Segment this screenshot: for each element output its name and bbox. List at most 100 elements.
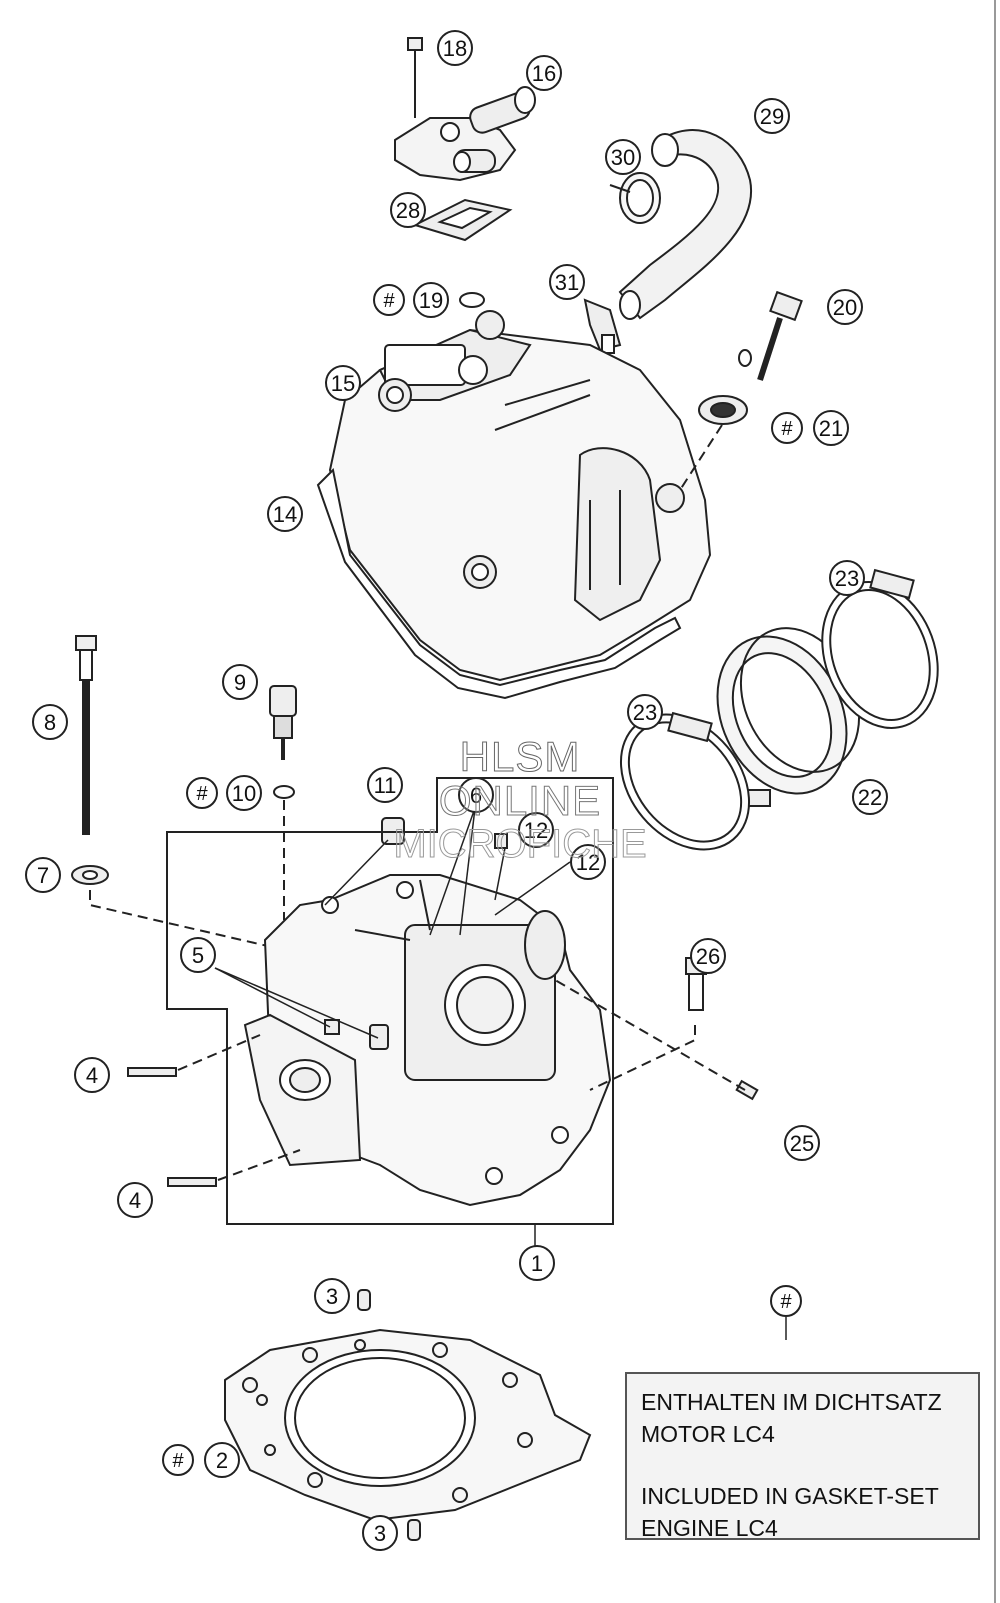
svg-text:19: 19 [419,288,443,313]
o-ring-19 [459,292,485,308]
cylinder-head [243,874,612,1207]
svg-text:21: 21 [819,416,843,441]
callout-26: 26 [690,938,726,974]
svg-text:1: 1 [531,1251,543,1276]
svg-text:#: # [780,1291,792,1313]
callout-2: 2 [204,1442,240,1478]
svg-text:23: 23 [633,700,657,725]
svg-text:11: 11 [374,773,397,798]
hash-marker-2: # [162,1444,194,1476]
svg-text:31: 31 [555,270,579,295]
svg-text:16: 16 [532,61,556,86]
stud-bolt-8 [75,635,97,835]
callout-8: 8 [32,704,68,740]
bolt-18 [407,37,423,118]
svg-text:7: 7 [37,863,49,888]
valve-cover [316,310,712,700]
svg-text:25: 25 [790,1131,814,1156]
callout-29: 29 [754,98,790,134]
hash-marker-19: # [373,284,405,316]
hash-marker-21: # [771,412,803,444]
callout-6: 6 [458,777,494,813]
svg-text:23: 23 [835,566,859,591]
svg-text:29: 29 [760,104,784,129]
callout-3-lower: 3 [362,1515,398,1551]
callout-20: 20 [827,289,863,325]
callout-12-lower: 12 [570,844,606,880]
o-ring-10 [273,785,295,799]
head-assembly-box [166,777,614,1225]
callout-14: 14 [267,496,303,532]
svg-text:30: 30 [611,145,635,170]
svg-text:18: 18 [443,36,467,61]
svg-text:20: 20 [833,295,857,320]
svg-text:12: 12 [576,850,600,875]
svg-text:#: # [781,418,793,440]
callout-16: 16 [526,55,562,91]
callout-28: 28 [390,192,426,228]
svg-text:15: 15 [331,371,355,396]
svg-text:8: 8 [44,710,56,735]
callout-23-upper: 23 [829,560,865,596]
svg-text:9: 9 [234,670,246,695]
connector-31 [583,298,622,354]
hose-clamp-23-lower [619,711,751,851]
callout-7: 7 [25,857,61,893]
callout-22: 22 [852,779,888,815]
bolt-20 [738,290,803,381]
callout-25: 25 [784,1125,820,1161]
temperature-sensor-9 [269,685,297,760]
dowel-3-upper [357,1289,371,1311]
dowel-3-lower [407,1519,421,1541]
hash-marker-legend: # [770,1285,802,1317]
svg-text:6: 6 [470,783,482,808]
hash-marker-10: # [186,777,218,809]
callout-18: 18 [437,30,473,66]
gasket-set-note: ENTHALTEN IM DICHTSATZ MOTOR LC4 INCLUDE… [625,1372,980,1541]
leader-lines [214,807,787,1340]
gasket-28 [412,198,513,242]
callout-3-upper: 3 [314,1278,350,1314]
svg-text:28: 28 [396,198,420,223]
note-en-line-1: INCLUDED IN GASKET-SET [641,1483,939,1509]
svg-text:26: 26 [696,944,720,969]
callout-19: 19 [413,282,449,318]
svg-text:4: 4 [129,1188,141,1213]
svg-text:10: 10 [232,781,256,806]
svg-text:3: 3 [326,1284,338,1309]
clamp-30 [609,172,661,224]
callout-10: 10 [226,775,262,811]
note-de-line-1: ENTHALTEN IM DICHTSATZ [641,1389,942,1415]
callout-4-lower: 4 [117,1182,153,1218]
callout-4-upper: 4 [74,1057,110,1093]
svg-text:12: 12 [524,818,548,843]
intake-boot-22 [716,627,861,807]
screw-25 [735,1079,759,1101]
svg-text:4: 4 [86,1063,98,1088]
svg-text:3: 3 [374,1521,386,1546]
thermostat-housing [394,86,536,182]
svg-text:#: # [196,783,208,805]
note-en-line-2: ENGINE LC4 [641,1515,778,1541]
dowel-4-upper [127,1067,177,1077]
svg-text:5: 5 [192,943,204,968]
head-gasket-2 [224,1328,592,1522]
callout-9: 9 [222,664,258,700]
part-12-upper [494,833,508,849]
dowel-4-lower [167,1177,217,1187]
callout-30: 30 [605,139,641,175]
seal-washer-21 [698,395,748,425]
hose-29 [618,129,753,320]
callout-11: 11 [367,767,403,803]
callout-31: 31 [549,264,585,300]
callout-5: 5 [180,937,216,973]
note-de-line-2: MOTOR LC4 [641,1421,775,1447]
callout-23-lower: 23 [627,694,663,730]
callout-15: 15 [325,365,361,401]
washer-7 [71,865,109,885]
svg-text:#: # [383,290,395,312]
callout-12-upper: 12 [518,812,554,848]
svg-text:#: # [172,1450,184,1472]
callout-21: 21 [813,410,849,446]
callout-1: 1 [519,1245,555,1281]
